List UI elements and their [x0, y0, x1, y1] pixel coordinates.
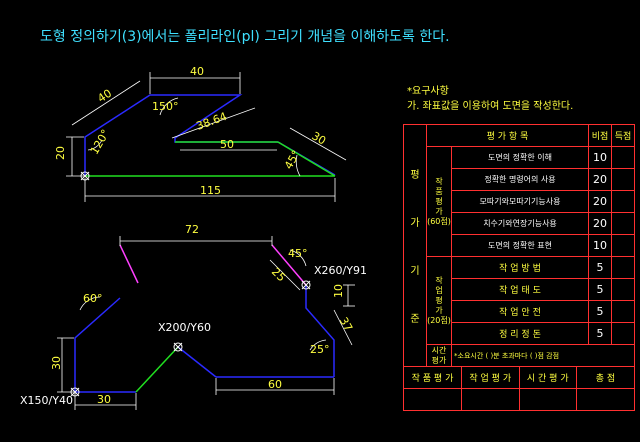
fig2-angle-45: 45° [288, 247, 308, 260]
header-weight: 비점 [588, 124, 612, 147]
footer-process: 작 업 평 가 [461, 367, 520, 389]
fig1-dim-slant-left: 40 [95, 87, 114, 106]
row1-item: 도면의 정확한 이해 [451, 146, 589, 169]
fig2-angle-60: 60° [83, 292, 103, 305]
fig2-dim-25: 25 [269, 265, 288, 284]
row5-weight: 10 [588, 234, 612, 257]
fig2-coord-start: X150/Y40 [20, 394, 73, 407]
row3-weight: 20 [588, 190, 612, 213]
row4-score[interactable] [611, 212, 635, 235]
group1-label: 작 품 평 가 (60점) [426, 146, 452, 257]
group2-label: 작 업 평 가 (20점) [426, 256, 452, 345]
row3-score[interactable] [611, 190, 635, 213]
row2-score[interactable] [611, 168, 635, 191]
fig2-dim-bottom-left: 30 [97, 393, 111, 406]
row8-weight: 5 [588, 300, 612, 323]
fig2-right-outline [305, 285, 335, 377]
fig1-angle-left: 120° [88, 127, 113, 156]
footer-row: 작 품 평 가 작 업 평 가 시 간 평 가 총 점 [403, 366, 635, 411]
time-note: *소요시간 ( )분 초과마다 ( )점 감점 [451, 344, 635, 367]
fig1-dim-top: 40 [190, 65, 204, 78]
row7-item: 작 업 태 도 [451, 278, 589, 301]
fig2-green-diag [135, 346, 179, 393]
row3-item: 모따기와모따기기능사용 [451, 190, 589, 213]
fig2-angle-25: 25° [310, 343, 330, 356]
row9-item: 정 리 정 돈 [451, 322, 589, 345]
row8-score[interactable] [611, 300, 635, 323]
footer-work-score[interactable] [404, 388, 462, 410]
side-label: 평 가 기 준 [403, 124, 427, 367]
fig1-dim-right-slant: 30 [310, 129, 329, 147]
requirements-text: 가. 좌표값을 이용하여 도면을 작성한다. [407, 101, 574, 112]
grading-table: 평 가 기 준 평 가 항 목 비점 득점 작 품 평 가 (60점) 도면의 … [403, 124, 635, 411]
fig1-angle-top: 150° [152, 100, 179, 113]
group3-label: 시간 평가 [426, 344, 452, 367]
row1-weight: 10 [588, 146, 612, 169]
fig1-dim-mid: 50 [220, 138, 234, 151]
row9-score[interactable] [611, 322, 635, 345]
footer-time: 시 간 평 가 [519, 367, 577, 389]
row5-score[interactable] [611, 234, 635, 257]
fig1-green-right [277, 141, 336, 177]
fig2-magenta-left [119, 244, 139, 284]
fig2-magenta-right [271, 244, 307, 286]
row1-score[interactable] [611, 146, 635, 169]
footer-process-score[interactable] [461, 388, 520, 410]
fig2-coord-mid: X200/Y60 [158, 321, 211, 334]
fig2-coord-right: X260/Y91 [314, 264, 367, 277]
fig2-dim-left: 30 [50, 356, 63, 370]
row5-item: 도면의 정확한 표현 [451, 234, 589, 257]
row9-weight: 5 [588, 322, 612, 345]
row8-item: 작 업 안 전 [451, 300, 589, 323]
row2-item: 정확한 명령어의 사용 [451, 168, 589, 191]
row7-weight: 5 [588, 278, 612, 301]
row4-item: 치수기와연장기능사용 [451, 212, 589, 235]
row6-weight: 5 [588, 256, 612, 279]
footer-total-score[interactable] [577, 389, 635, 411]
header-item: 평 가 항 목 [426, 124, 589, 147]
row4-weight: 20 [588, 212, 612, 235]
fig1-dim-left: 20 [54, 146, 67, 160]
figure-2: 72 30 30 60 25 10 37 60° 45° 25° X150/Y4… [20, 223, 367, 410]
row6-score[interactable] [611, 256, 635, 279]
footer-time-score[interactable] [519, 388, 577, 410]
fig2-dim-top: 72 [185, 223, 199, 236]
footer-work: 작 품 평 가 [404, 367, 462, 389]
fig2-dim-37: 37 [337, 315, 355, 334]
requirements-title: *요구사항 [407, 86, 449, 97]
fig2-blue-diag [177, 346, 217, 378]
header-score: 득점 [611, 124, 635, 147]
fig2-dim-bottom-right: 60 [268, 378, 282, 391]
row7-score[interactable] [611, 278, 635, 301]
fig1-angle-right: 45° [282, 148, 303, 171]
footer-total: 총 점 [576, 367, 634, 389]
fig2-blue-outline [74, 297, 121, 392]
fig1-dim-bottom: 115 [200, 184, 221, 197]
page-heading: 도형 정의하기(3)에서는 폴리라인(pl) 그리기 개념을 이해하도록 한다. [40, 29, 450, 45]
figure-1: 40 40 20 38.64 50 30 115 150° 120° 45° [54, 65, 347, 202]
fig2-dim-10: 10 [332, 284, 345, 298]
row2-weight: 20 [588, 168, 612, 191]
row6-item: 작 업 방 법 [451, 256, 589, 279]
